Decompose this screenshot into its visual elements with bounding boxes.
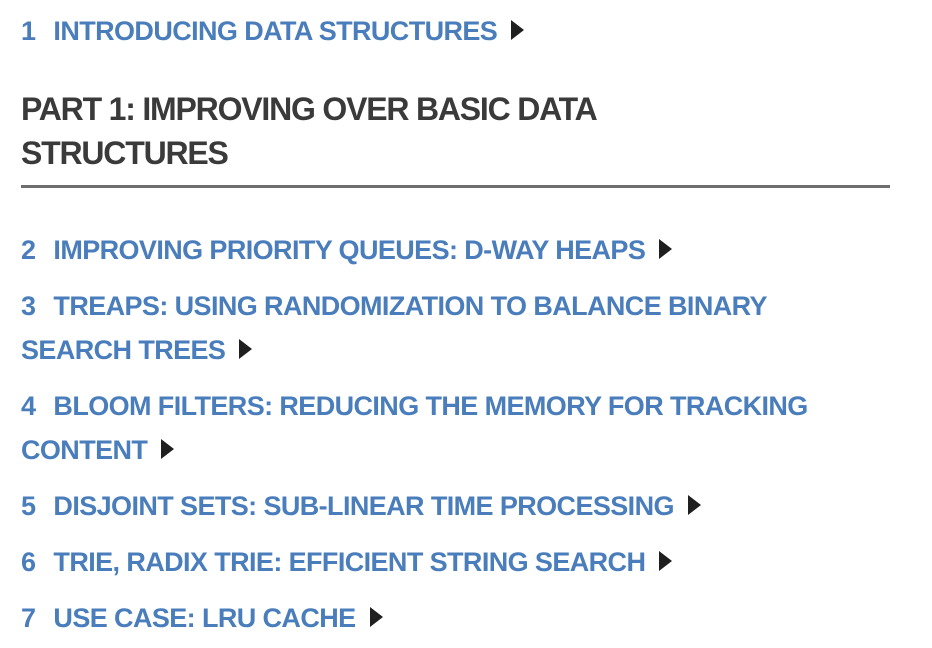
chapter-title: INTRODUCING DATA STRUCTURES <box>53 16 498 46</box>
expand-right-triangle-icon[interactable] <box>369 607 383 627</box>
toc-chapter-link[interactable]: 7 USE CASE: LRU CACHE <box>21 596 890 640</box>
part-heading: PART 1: IMPROVING OVER BASIC DATA STRUCTU… <box>21 87 890 175</box>
toc-intro-section: 1 INTRODUCING DATA STRUCTURES <box>21 9 890 53</box>
chapter-title: DISJOINT SETS: SUB-LINEAR TIME PROCESSIN… <box>53 491 674 521</box>
expand-right-triangle-icon[interactable] <box>659 239 673 259</box>
chapter-title: TRIE, RADIX TRIE: EFFICIENT STRING SEARC… <box>53 547 646 577</box>
chapter-number: 5 <box>21 491 36 521</box>
chapter-title: IMPROVING PRIORITY QUEUES: D-WAY HEAPS <box>53 235 646 265</box>
chapter-title: BLOOM FILTERS: REDUCING THE MEMORY FOR T… <box>21 391 808 465</box>
expand-right-triangle-icon[interactable] <box>511 20 525 40</box>
chapter-number: 2 <box>21 235 36 265</box>
expand-right-triangle-icon[interactable] <box>239 339 253 359</box>
chapter-number: 6 <box>21 547 36 577</box>
toc-chapter-link[interactable]: 6 TRIE, RADIX TRIE: EFFICIENT STRING SEAR… <box>21 540 890 584</box>
part-heading-line-1: PART 1: IMPROVING OVER BASIC DATA <box>21 91 598 127</box>
chapter-number: 4 <box>21 391 36 421</box>
toc-chapter-link[interactable]: 2 IMPROVING PRIORITY QUEUES: D-WAY HEAPS <box>21 228 890 272</box>
expand-right-triangle-icon[interactable] <box>659 551 673 571</box>
expand-right-triangle-icon[interactable] <box>161 439 175 459</box>
chapter-number: 7 <box>21 603 36 633</box>
chapter-number: 1 <box>21 16 36 46</box>
table-of-contents: 1 INTRODUCING DATA STRUCTURES PART 1: IMP… <box>21 9 890 640</box>
expand-right-triangle-icon[interactable] <box>687 495 701 515</box>
chapter-number: 3 <box>21 291 36 321</box>
chapter-title: USE CASE: LRU CACHE <box>53 603 356 633</box>
toc-chapter-link[interactable]: 1 INTRODUCING DATA STRUCTURES <box>21 9 890 53</box>
part-divider <box>21 185 890 188</box>
toc-chapter-link[interactable]: 5 DISJOINT SETS: SUB-LINEAR TIME PROCESSI… <box>21 484 890 528</box>
chapter-title: TREAPS: USING RANDOMIZATION TO BALANCE B… <box>21 291 768 365</box>
part-heading-line-2: STRUCTURES <box>21 135 229 171</box>
